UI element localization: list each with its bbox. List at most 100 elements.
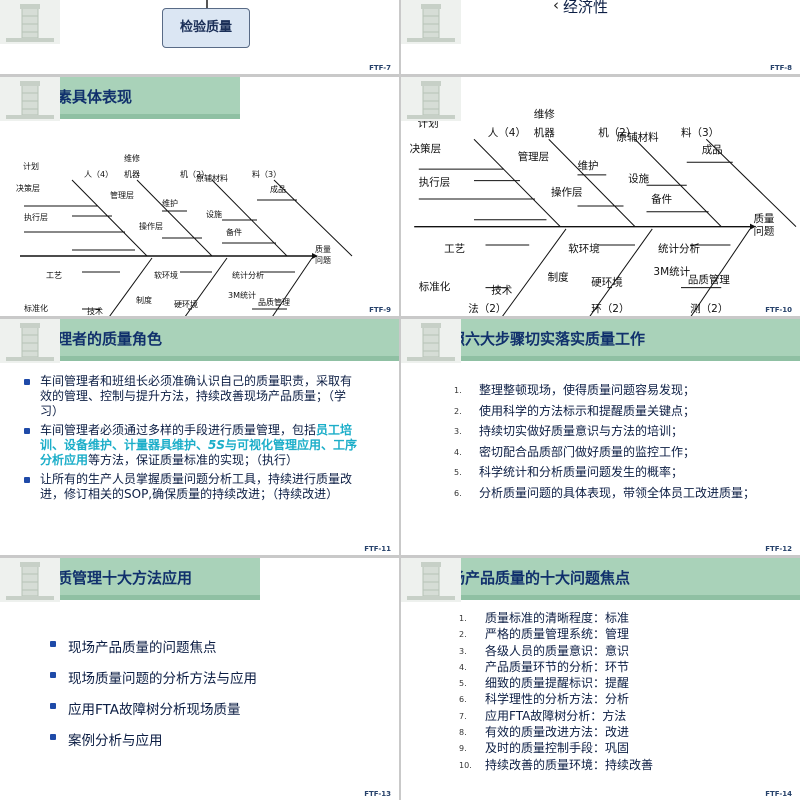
title-bar bbox=[401, 558, 800, 600]
fishbone-label: 软环境 bbox=[568, 242, 600, 255]
slide-8[interactable]: ‹ 经济性 FTF-8 bbox=[401, 0, 800, 74]
highlight-text: 员工培训、设备维护、计量器具维护、 bbox=[40, 423, 353, 452]
list-item: 2.严格的质量管理系统：管理 bbox=[451, 627, 653, 643]
fishbone-label: 机器 bbox=[124, 169, 140, 179]
fishbone-label: 操作层 bbox=[139, 221, 163, 231]
fishbone-label: 品质管理 bbox=[688, 273, 730, 286]
list-item: 车间管理者和班组长必须准确认识自己的质量职责，采取有效的管理、控制与提升方法，持… bbox=[22, 374, 360, 419]
fishbone-label: 原辅材料 bbox=[617, 130, 659, 143]
item-text: 密切配合品质部门做好质量的监控工作； bbox=[479, 444, 696, 459]
fishbone-label: 维修 bbox=[534, 107, 555, 120]
fishbone-label: 3M统计 bbox=[228, 290, 256, 300]
list-item: 10.持续改善的质量环境：持续改善 bbox=[451, 758, 653, 774]
fishbone-label: 机（2） bbox=[598, 126, 636, 139]
item-number: 10. bbox=[459, 760, 472, 770]
fishbone-label: 操作层 bbox=[551, 186, 583, 199]
list-item: 现场质量问题的分析方法与应用 bbox=[50, 667, 257, 687]
bullet-text: 车间管理者必须通过多样的手段进行质量管理，包括 bbox=[40, 423, 317, 437]
fishbone-line bbox=[502, 228, 567, 316]
fishbone-label: 测（2） bbox=[690, 302, 728, 315]
fishbone-line bbox=[71, 179, 148, 257]
item-number: 2. bbox=[454, 406, 462, 416]
item-number: 4. bbox=[454, 447, 462, 457]
fishbone-label: 质量 bbox=[753, 213, 774, 225]
item-text: 科学理性的分析方法：分析 bbox=[485, 692, 630, 707]
page-number: FTF-8 bbox=[770, 64, 792, 72]
list-item: 车间管理者必须通过多样的手段进行质量管理，包括员工培训、设备维护、计量器具维护、… bbox=[22, 423, 360, 468]
fishbone-label: 管理层 bbox=[110, 190, 134, 200]
fishbone-label: 制度 bbox=[136, 295, 152, 305]
page-number: FTF-7 bbox=[369, 64, 391, 72]
list-item: 1. 质量标准的清晰程度：标准 bbox=[451, 611, 653, 627]
slide-9[interactable]: 六大因素具体表现 质量问题人（4）维修机器机（2）原辅材料料（3）计划决策层管理… bbox=[0, 77, 399, 316]
item-number: 6. bbox=[454, 488, 462, 498]
list-item: 8.有效的质量改进方法：改进 bbox=[451, 725, 653, 741]
page-number: FTF-12 bbox=[765, 545, 792, 553]
fishbone-label: 成品 bbox=[702, 144, 723, 156]
slide-10[interactable]: 质量问题人（4）维修机器机（2）原辅材料料（3）计划决策层管理层维护设施成品执行… bbox=[401, 77, 800, 316]
bullet-text: 让所有的生产人员掌握质量问题分析工具，持续进行质量改进，修订相关的SOP,确保质… bbox=[40, 472, 353, 501]
list-item: 3.持续切实做好质量意识与方法的培训； bbox=[451, 423, 771, 440]
fishbone-label: 环（2） bbox=[591, 303, 629, 315]
list-item: 2. 使用科学的方法标示和提醒质量关键点； bbox=[451, 403, 771, 420]
fishbone-label: 执行层 bbox=[419, 175, 451, 188]
list-item: 4. 密切配合品质部门做好质量的监控工作； bbox=[451, 444, 771, 461]
inspection-quality-box: 检验质量 bbox=[162, 8, 250, 48]
bullet-list: 车间管理者和班组长必须准确认识自己的质量职责，采取有效的管理、控制与提升方法，持… bbox=[22, 374, 360, 506]
lighthouse-logo-icon bbox=[0, 319, 60, 363]
fishbone-line bbox=[184, 257, 228, 316]
item-text: 整理整顿现场，使得质量问题容易发现； bbox=[479, 383, 696, 397]
page-number: FTF-11 bbox=[364, 545, 391, 553]
item-number: 6. bbox=[459, 695, 467, 705]
item-number: 1. bbox=[454, 386, 462, 395]
item-number: 4. bbox=[459, 662, 467, 672]
slide-11[interactable]: 生产管理者的质量角色 车间管理者和班组长必须准确认识自己的质量职责，采取有效的管… bbox=[0, 319, 399, 555]
title-bar bbox=[401, 319, 800, 361]
item-text: 质量标准的清晰程度：标准 bbox=[485, 611, 630, 625]
item-text: 科学统计和分析质量问题发生的概率； bbox=[479, 465, 684, 479]
fishbone-label: 硬环境 bbox=[591, 275, 623, 288]
fishbone-label: 制度 bbox=[548, 271, 570, 284]
highlight-text: 5S bbox=[208, 438, 226, 452]
box-label: 检验质量 bbox=[179, 20, 232, 35]
bullet-text: 车间管理者和班组长必须准确认识自己的质量职责，采取有效的管理、控制与提升方法，持… bbox=[40, 374, 353, 418]
list-item: 1. 整理整顿现场，使得质量问题容易发现； bbox=[451, 382, 771, 399]
fishbone-label: 统计分析 bbox=[658, 242, 700, 255]
fishbone-line bbox=[690, 228, 751, 316]
fishbone-label: 技术 bbox=[87, 306, 103, 316]
item-text: 产品质量环节的分析：环节 bbox=[485, 659, 630, 674]
economy-text: 经济性 bbox=[563, 0, 609, 16]
arrow-head-icon bbox=[750, 223, 756, 230]
fishbone-label: 技术 bbox=[491, 283, 512, 296]
fishbone-line bbox=[705, 138, 797, 228]
list-item: 4. 产品质量环节的分析：环节 bbox=[451, 660, 653, 676]
fishbone-label: 问题 bbox=[753, 225, 774, 238]
list-item: 9.及时的质量控制手段：巩固 bbox=[451, 741, 653, 757]
item-text: 使用科学的方法标示和提醒质量关键点； bbox=[479, 403, 696, 418]
fishbone-label: 问题 bbox=[315, 256, 331, 265]
page-number: FTF-9 bbox=[369, 306, 391, 314]
list-item: 案例分析与应用 bbox=[50, 729, 257, 749]
lighthouse-logo-icon bbox=[0, 77, 60, 121]
fishbone-label: 原辅材料 bbox=[196, 173, 228, 183]
fishbone-label: 软环境 bbox=[154, 270, 178, 280]
page-number: FTF-13 bbox=[364, 790, 391, 798]
slide-12[interactable]: 按照六大步骤切实落实质量工作 1. 整理整顿现场，使得质量问题容易发现； 2. 使用科… bbox=[401, 319, 800, 555]
fishbone-label: 标准化 bbox=[419, 280, 451, 293]
item-number: 1. bbox=[459, 614, 467, 623]
connector-line bbox=[206, 0, 208, 8]
slide-title: 按照六大步骤切实落实质量工作 bbox=[435, 330, 646, 348]
fishbone-line bbox=[473, 138, 561, 228]
page-number: FTF-14 bbox=[765, 790, 792, 798]
item-number: 7. bbox=[459, 711, 467, 721]
fishbone-label: 3M统计 bbox=[653, 265, 690, 278]
lighthouse-logo-icon bbox=[0, 558, 60, 602]
slide-13[interactable]: 二、品质管理十大方法应用 现场产品质量的问题焦点现场质量问题的分析方法与应用应用… bbox=[0, 558, 399, 800]
fishbone-label: 质量 bbox=[315, 244, 331, 254]
arrow-head-icon bbox=[312, 253, 318, 259]
item-number: 3. bbox=[459, 646, 467, 656]
slide-7[interactable]: 检验质量 FTF-7 bbox=[0, 0, 399, 74]
fishbone-label: 机（2） bbox=[180, 169, 209, 179]
list-item: 5.细致的质量提醒标识：提醒 bbox=[451, 676, 653, 692]
